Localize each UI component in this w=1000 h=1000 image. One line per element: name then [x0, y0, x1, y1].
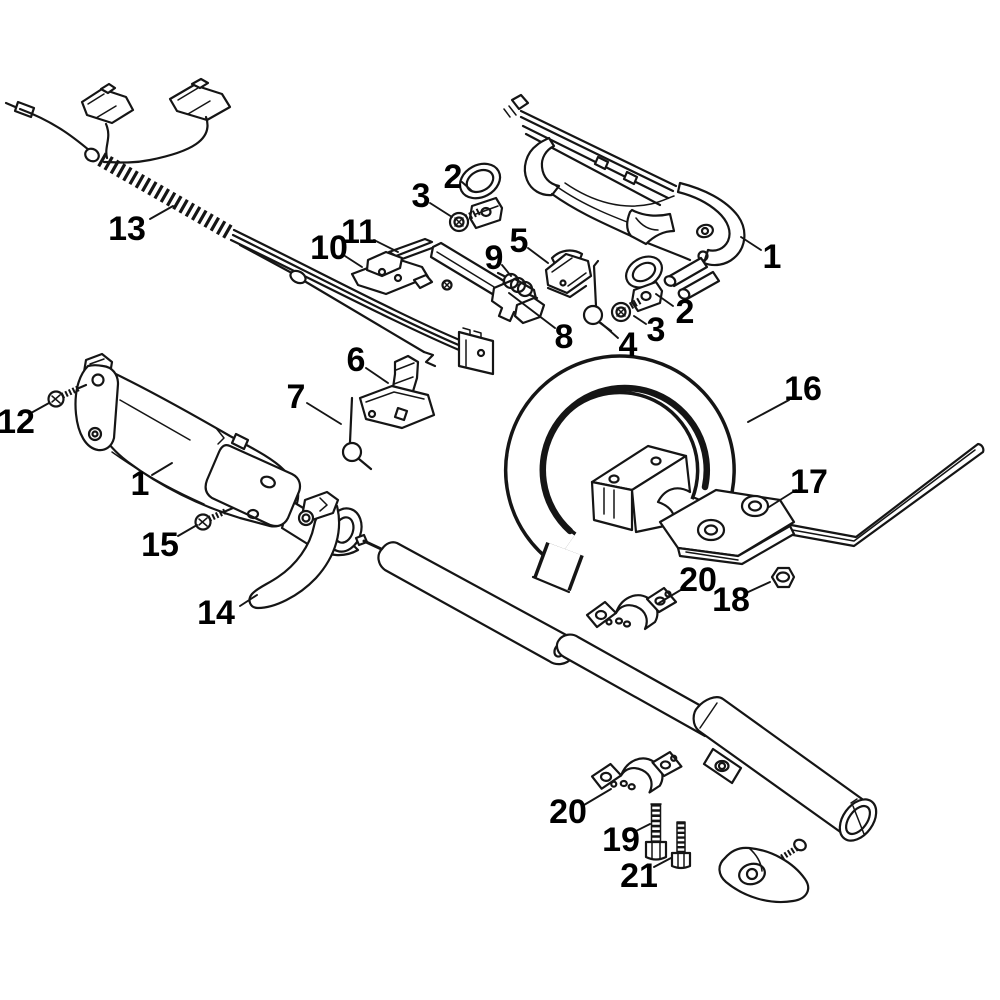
callout-1-top: 1 [763, 238, 782, 276]
throttle-rod-drawing [429, 241, 546, 325]
callout-14: 14 [197, 594, 235, 632]
callout-16: 16 [784, 370, 822, 408]
callout-13: 13 [108, 210, 146, 248]
callout-10: 10 [310, 229, 348, 267]
clamp-half-upper-drawing [585, 586, 678, 631]
loop-handle-drawing [503, 354, 736, 594]
leader-10 [344, 255, 363, 268]
drive-shaft-drawing [354, 533, 878, 904]
callout-6: 6 [347, 341, 366, 379]
callout-18: 18 [712, 581, 750, 619]
leader-13 [149, 205, 174, 220]
callout-9: 9 [485, 239, 504, 277]
upper-handle-housing-drawing [503, 93, 746, 301]
throttle-trigger-drawing [248, 490, 341, 610]
switch-slide-drawing [350, 237, 434, 296]
micro-switch-drawing [457, 330, 495, 376]
screw-12-drawing [47, 383, 88, 408]
leader-18 [745, 581, 771, 594]
leader-17 [768, 489, 797, 508]
leader-14 [239, 594, 258, 607]
callout-20-lower: 20 [549, 793, 587, 831]
nut-drawing [770, 566, 796, 589]
leader-7 [306, 402, 342, 425]
switch-drawing [544, 249, 593, 299]
screw-right-drawing [610, 296, 643, 323]
leader-1-top [740, 236, 762, 251]
screw-top-drawing [448, 207, 482, 233]
callout-21: 21 [620, 857, 658, 895]
callout-12: 12 [0, 403, 35, 441]
callout-3-top: 3 [412, 177, 431, 215]
leader-19 [633, 823, 651, 833]
callout-4: 4 [619, 326, 638, 364]
leader-5 [527, 247, 549, 264]
callout-labels: 13 2 3 1 11 10 5 9 8 4 2 3 12 1 6 7 15 1… [0, 158, 828, 895]
torsion-spring-drawing [341, 396, 373, 471]
callout-8: 8 [555, 318, 574, 356]
leader-3-top [429, 202, 453, 218]
handle-bracket-drawing [658, 442, 985, 566]
leader-9 [501, 264, 512, 277]
leader-20-upper [658, 587, 685, 604]
clamp-half-lower-drawing [590, 748, 684, 795]
handle-mount-block-drawing [590, 444, 692, 534]
bolt-21-drawing [670, 821, 692, 870]
leader-21 [653, 857, 672, 868]
callout-17: 17 [790, 463, 828, 501]
trigger-interlock-drawing [358, 354, 436, 430]
leader-12 [30, 402, 50, 414]
leader-11 [373, 239, 399, 253]
callout-3-right: 3 [647, 311, 666, 349]
callout-20-upper: 20 [679, 561, 717, 599]
bolt-19-drawing [644, 803, 668, 861]
leader-2-right [655, 293, 674, 307]
screw-15-drawing [194, 506, 235, 531]
leader-6 [365, 367, 389, 384]
leader-lines [30, 181, 797, 868]
callout-11: 11 [341, 213, 377, 251]
callout-19: 19 [602, 821, 640, 859]
callout-2-right: 2 [676, 293, 695, 331]
leader-4 [600, 322, 619, 339]
callout-15: 15 [141, 526, 179, 564]
callout-7: 7 [287, 378, 306, 416]
leader-2-top [461, 181, 473, 192]
leader-8 [508, 292, 556, 329]
leader-16 [747, 399, 790, 423]
clamp-right-drawing [625, 255, 664, 313]
callout-2-top: 2 [444, 158, 463, 196]
leader-1-left [151, 462, 173, 476]
spring-coil-drawing [496, 271, 539, 300]
leader-3-right [633, 315, 647, 325]
leader-15 [177, 524, 198, 537]
callout-5: 5 [510, 222, 529, 260]
wiring-harness-drawing [4, 77, 495, 376]
clamp-top-drawing [458, 162, 504, 230]
callout-1-left: 1 [131, 465, 150, 503]
leader-20-lower [583, 788, 612, 806]
